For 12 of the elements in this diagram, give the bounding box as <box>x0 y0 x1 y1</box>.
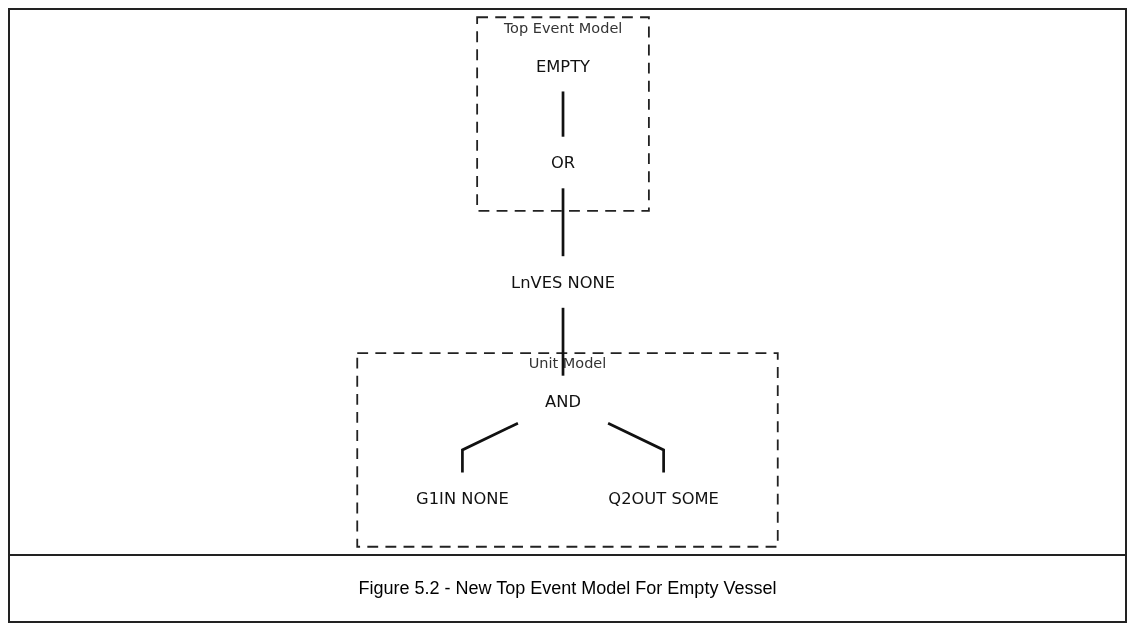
figure-caption: Figure 5.2 - New Top Event Model For Empty Vessel <box>8 556 1127 623</box>
node-text: EMPTY <box>535 56 591 76</box>
node-text: G1IN NONE <box>416 488 509 508</box>
node-text: AND <box>545 391 581 411</box>
connector <box>461 421 519 473</box>
connector <box>561 188 565 257</box>
connector <box>607 421 665 473</box>
connector <box>561 307 565 376</box>
node-text: OR <box>550 153 576 173</box>
node-text: Q2OUT SOME <box>608 488 719 508</box>
connector <box>561 91 565 137</box>
node-text: LnVES NONE <box>511 272 615 292</box>
